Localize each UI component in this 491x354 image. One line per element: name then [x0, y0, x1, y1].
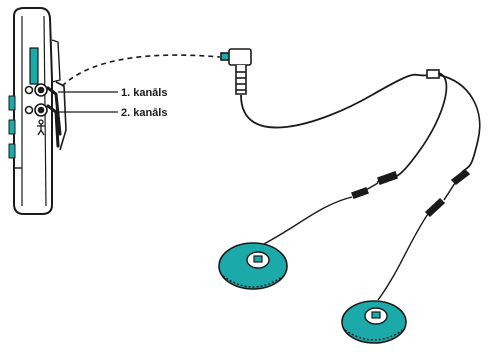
dashed-insertion-path	[61, 54, 221, 87]
main-cable	[240, 73, 429, 129]
electrode-pad-icon	[218, 242, 288, 290]
channel-2-label: 2. kanāls	[121, 107, 167, 119]
audio-plug-icon	[220, 48, 252, 95]
electrode-pad-icon	[341, 300, 407, 344]
splitter-icon	[426, 69, 440, 79]
branch-cables	[376, 72, 481, 183]
plugged-cable-icon	[46, 86, 62, 148]
person-symbol-icon	[37, 119, 45, 136]
channel-1-label: 1. kanāls	[121, 87, 167, 99]
jack-icon	[24, 83, 48, 117]
connector-pin-icon	[424, 169, 471, 218]
connector-pin-icon	[351, 171, 398, 199]
leader-lines	[58, 91, 118, 113]
lead-wires	[261, 196, 429, 301]
